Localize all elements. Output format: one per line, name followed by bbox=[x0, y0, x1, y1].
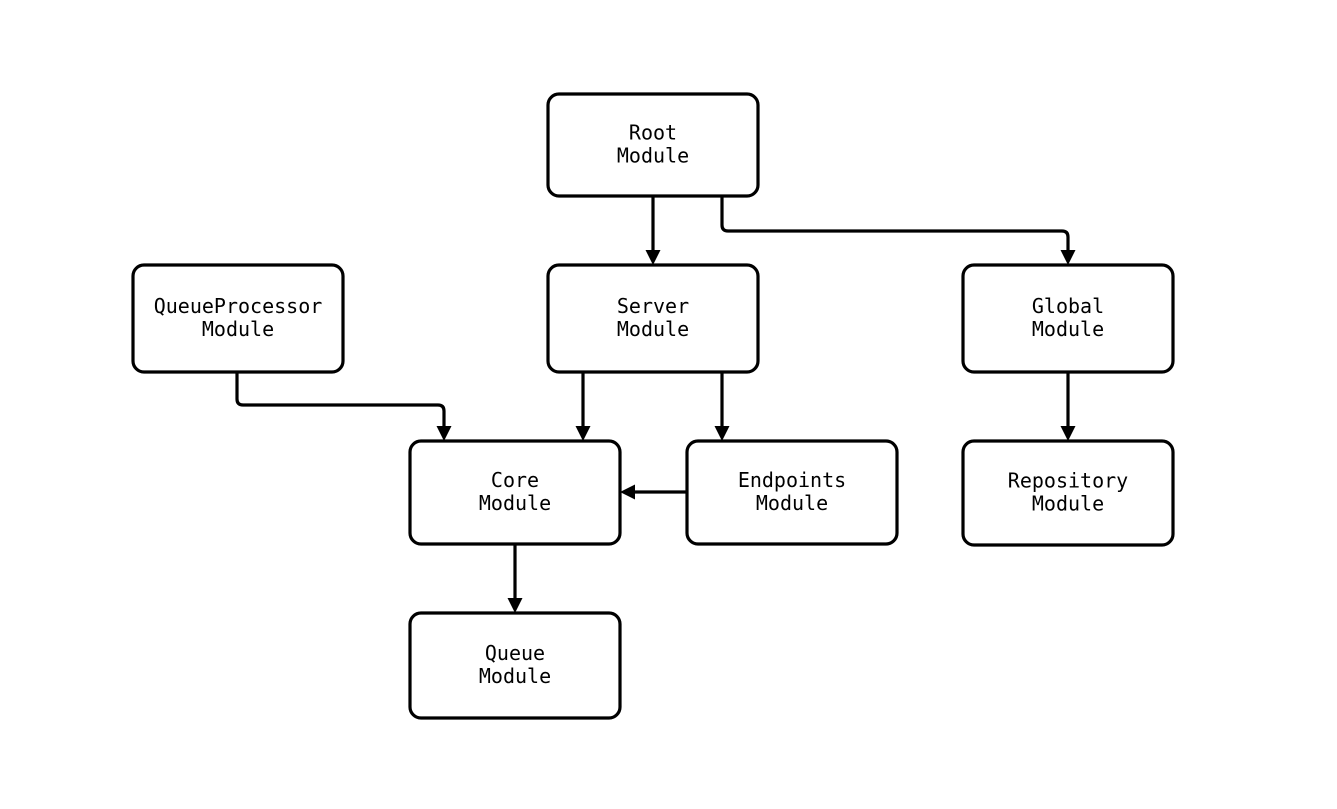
edge-endpoints-to-core bbox=[620, 484, 687, 500]
node-label-line1: Server bbox=[617, 294, 689, 318]
node-box[interactable] bbox=[131, 263, 345, 374]
edge-root-to-global bbox=[720, 196, 1076, 265]
node-box[interactable] bbox=[961, 263, 1175, 374]
arrow-head-icon bbox=[575, 426, 591, 441]
arrow-head-icon bbox=[620, 484, 635, 500]
node-label-line1: Queue bbox=[485, 641, 545, 665]
node-label-line1: Global bbox=[1032, 294, 1104, 318]
node-box[interactable] bbox=[546, 263, 760, 374]
edge-server-to-endpoints bbox=[714, 372, 730, 441]
node-label-line2: Module bbox=[202, 317, 274, 341]
arrow-head-icon bbox=[1060, 426, 1076, 441]
edge-core-to-queue bbox=[507, 544, 523, 613]
nodes-layer: RootModuleQueueProcessorModuleServerModu… bbox=[131, 92, 1175, 720]
edges-layer bbox=[235, 196, 1076, 613]
node-label-line2: Module bbox=[617, 144, 689, 168]
node-box[interactable] bbox=[408, 611, 622, 720]
node-box[interactable] bbox=[961, 439, 1175, 547]
node-label-line2: Module bbox=[479, 664, 551, 688]
node-label-line2: Module bbox=[1032, 492, 1104, 516]
node-box[interactable] bbox=[546, 92, 760, 198]
edge-root-to-server bbox=[645, 196, 661, 265]
arrow-head-icon bbox=[1060, 250, 1076, 265]
node-label-line1: Core bbox=[491, 468, 539, 492]
edge-line bbox=[235, 372, 446, 428]
edge-line bbox=[720, 196, 1070, 252]
arrow-head-icon bbox=[436, 426, 452, 441]
edge-queueprocessor-to-core bbox=[235, 372, 452, 441]
node-label-line1: Endpoints bbox=[738, 468, 846, 492]
node-label-line2: Module bbox=[617, 317, 689, 341]
node-label-line2: Module bbox=[756, 491, 828, 515]
node-label-line1: Root bbox=[629, 121, 677, 145]
node-label-line2: Module bbox=[1032, 317, 1104, 341]
arrow-head-icon bbox=[507, 598, 523, 613]
node-box[interactable] bbox=[685, 439, 899, 546]
arrow-head-icon bbox=[714, 426, 730, 441]
edge-server-to-core bbox=[575, 372, 591, 441]
node-box[interactable] bbox=[408, 439, 622, 546]
node-label-line2: Module bbox=[479, 491, 551, 515]
node-label-line1: Repository bbox=[1008, 469, 1128, 493]
node-label-line1: QueueProcessor bbox=[154, 294, 323, 318]
edge-global-to-repository bbox=[1060, 372, 1076, 441]
arrow-head-icon bbox=[645, 250, 661, 265]
